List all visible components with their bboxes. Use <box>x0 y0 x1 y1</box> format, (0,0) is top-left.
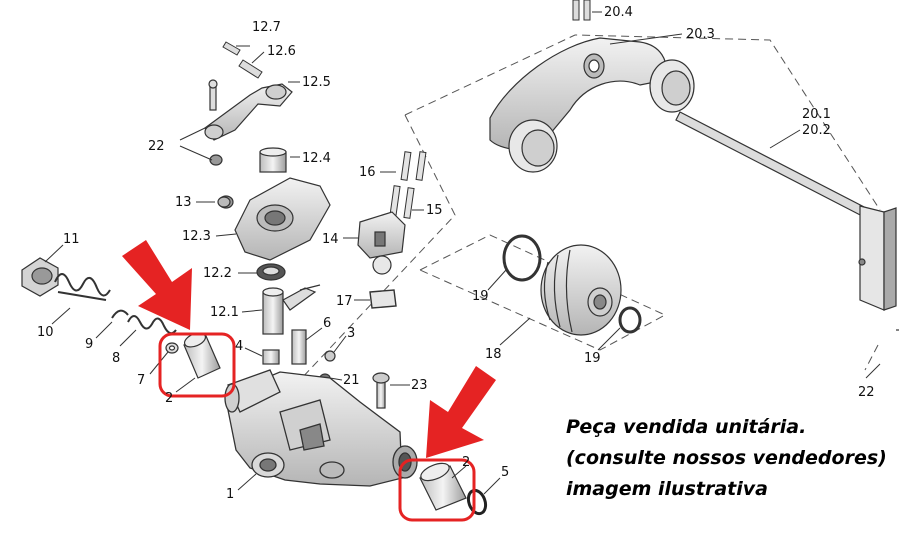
bearing-12-2 <box>256 263 286 281</box>
label-4: 4 <box>235 339 243 354</box>
pin-20-4 <box>572 0 591 21</box>
label-2-right: 2 <box>462 455 470 470</box>
bushing-12-4 <box>259 147 287 173</box>
bellows-boot-part <box>502 234 642 336</box>
pins-15-16 <box>389 151 427 219</box>
bushing-2-right <box>419 462 467 511</box>
shaft-12-1 <box>262 284 321 335</box>
cover-12-3 <box>218 177 331 261</box>
bushing-2-left <box>183 332 221 379</box>
label-14: 14 <box>322 232 339 247</box>
lever-12-5 <box>204 79 293 166</box>
label-2-left: 2 <box>165 391 173 406</box>
sale-note: Peça vendida unitária. (consulte nossos … <box>566 412 896 505</box>
label-5: 5 <box>501 465 509 480</box>
plug-11 <box>21 257 59 297</box>
note-line-1: Peça vendida unitária. <box>566 416 807 438</box>
clip-17 <box>369 289 397 309</box>
label-12-5: 12.5 <box>302 75 331 90</box>
bolt-13 <box>217 196 231 208</box>
label-23: 23 <box>411 378 428 393</box>
label-12-4: 12.4 <box>302 151 331 166</box>
label-20-1: 20.1 <box>802 107 831 122</box>
label-12-6: 12.6 <box>267 44 296 59</box>
note-line-3: imagem ilustrativa <box>566 478 768 500</box>
label-22-right: 22 <box>858 385 875 400</box>
label-21: 21 <box>343 373 360 388</box>
label-19-right: 19 <box>584 351 601 366</box>
label-6: 6 <box>323 316 331 331</box>
label-17: 17 <box>336 294 353 309</box>
label-8: 8 <box>112 351 120 366</box>
label-12-3: 12.3 <box>182 229 211 244</box>
pins-12-6-12-7 <box>222 41 263 79</box>
label-12-1: 12.1 <box>210 305 239 320</box>
spring-8 <box>127 315 177 335</box>
label-12-2: 12.2 <box>203 266 232 281</box>
label-13: 13 <box>175 195 192 210</box>
small-hardware <box>262 329 390 409</box>
shaft-part <box>675 111 899 331</box>
label-20-4: 20.4 <box>604 5 633 20</box>
highlight-box-left <box>158 332 236 398</box>
label-16: 16 <box>359 165 376 180</box>
label-9: 9 <box>85 337 93 352</box>
spring-10 <box>54 273 111 301</box>
label-19-left: 19 <box>472 289 489 304</box>
note-line-2: (consulte nossos vendedores) <box>566 447 887 469</box>
leader-lines <box>44 11 881 495</box>
highlight-annotations <box>122 240 496 522</box>
label-1: 1 <box>226 487 234 502</box>
circlip-9 <box>111 309 129 319</box>
highlight-box-right <box>398 458 476 522</box>
label-20-3: 20.3 <box>686 27 715 42</box>
label-7: 7 <box>137 373 145 388</box>
red-arrow-right <box>426 366 496 458</box>
housing-1 <box>224 369 418 487</box>
label-3: 3 <box>347 326 355 341</box>
red-arrow-left <box>122 240 192 330</box>
label-10: 10 <box>37 325 54 340</box>
fork-14 <box>357 211 406 275</box>
label-20-2: 20.2 <box>802 123 831 138</box>
washer-7 <box>165 342 179 354</box>
label-18: 18 <box>485 347 502 362</box>
part-labels: 12.7 12.6 12.5 22 12.4 13 12.3 12.2 12.1… <box>37 5 875 502</box>
label-22-left: 22 <box>148 139 165 154</box>
label-11: 11 <box>63 232 80 247</box>
steering-yoke-part <box>489 37 695 173</box>
label-12-7: 12.7 <box>252 20 281 35</box>
label-15: 15 <box>426 203 443 218</box>
